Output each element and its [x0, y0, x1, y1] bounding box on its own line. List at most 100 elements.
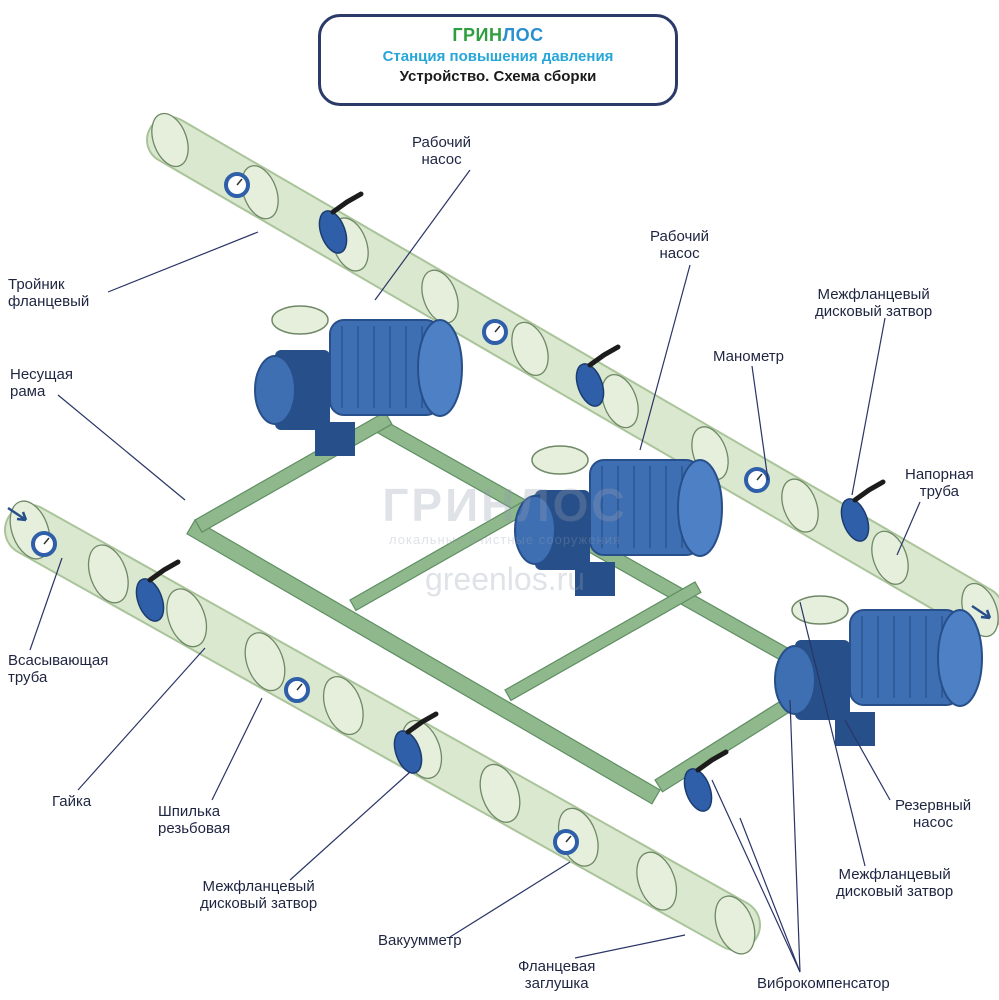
- brand-part-blue: ЛОС: [502, 25, 544, 45]
- leader-line: [77, 647, 206, 791]
- label-line: Напорная: [905, 466, 974, 483]
- pipes-drawing: [4, 112, 999, 955]
- label-line: Рабочий: [650, 228, 710, 245]
- label-line: Вакуумметр: [378, 932, 462, 949]
- flange: [781, 478, 819, 533]
- label-line: Межфланцевый: [202, 878, 315, 895]
- label-vibration-compensator: Виброкомпенсатор: [757, 975, 890, 992]
- caption: Устройство. Схема сборки: [399, 68, 597, 85]
- valve-bottom-2-icon: [393, 730, 423, 774]
- working-pump-2-inlet-flange: [531, 445, 589, 475]
- label-line: труба: [919, 483, 960, 500]
- leader-line: [711, 779, 801, 973]
- leader-line: [211, 697, 263, 801]
- valve-top-1-icon: [318, 210, 348, 254]
- label-line: резьбовая: [158, 820, 231, 837]
- standby-pump-inlet-flange: [791, 595, 849, 625]
- label-nut: Гайка: [52, 793, 91, 810]
- flange: [322, 676, 364, 736]
- label-manometer: Манометр: [713, 348, 784, 365]
- frame-beam: [504, 581, 702, 702]
- valve-bottom-1-icon-handle: [147, 559, 181, 583]
- label-line: рама: [10, 383, 46, 400]
- label-line: Межфланцевый: [838, 866, 951, 883]
- flange: [714, 895, 756, 955]
- brand-part-green: ГРИН: [452, 25, 503, 45]
- flange: [166, 588, 208, 648]
- subtitle: Станция повышения давления: [382, 48, 614, 65]
- valve-bottom-3-icon-handle: [695, 749, 729, 773]
- title-box: ГРИНЛОС Станция повышения давления Устро…: [318, 14, 678, 106]
- label-line: Манометр: [713, 348, 785, 365]
- label-line: Несущая: [10, 366, 73, 383]
- label-line: Гайка: [52, 793, 92, 810]
- valve-top-2-icon-handle: [587, 344, 621, 368]
- leader-line: [844, 719, 891, 801]
- valve-top-2-icon: [575, 363, 605, 407]
- label-line: Тройник: [8, 276, 65, 293]
- pumps-drawing: [254, 305, 983, 746]
- vacuum-gauge-3-icon-needle: [565, 835, 572, 843]
- label-line: фланцевый: [8, 293, 90, 310]
- standby-pump-volute-face: [774, 645, 816, 715]
- manometer-1-icon-needle: [236, 178, 243, 186]
- label-line: дисковый затвор: [836, 883, 954, 900]
- leader-line: [851, 317, 886, 496]
- vacuum-gauge-1-icon-needle: [43, 537, 50, 545]
- label-line: дисковый затвор: [815, 303, 933, 320]
- flange: [871, 530, 909, 585]
- flange: [601, 374, 639, 429]
- manometer-2-icon-needle: [494, 325, 501, 333]
- working-pump-2-volute-face: [514, 495, 556, 565]
- valve-bottom-1-icon: [135, 578, 165, 622]
- label-line: заглушка: [524, 975, 589, 992]
- standby-pump-motor-end: [937, 609, 983, 707]
- working-pump-1-base: [315, 422, 355, 456]
- label-vacuum-gauge: Вакуумметр: [378, 932, 462, 949]
- flange: [511, 321, 549, 376]
- leader-line: [799, 601, 866, 867]
- label-line: Межфланцевый: [817, 286, 930, 303]
- leader-line: [107, 231, 259, 293]
- flange: [421, 269, 459, 324]
- flange: [241, 165, 279, 220]
- leader-line: [289, 771, 411, 881]
- flange: [151, 112, 189, 168]
- label-line: Фланцевая: [518, 958, 596, 975]
- frame-beam: [194, 411, 393, 533]
- valve-top-3-icon-handle: [852, 479, 886, 503]
- working-pump-1-volute-face: [254, 355, 296, 425]
- label-line: Шпилька: [158, 803, 221, 820]
- standby-pump-base: [835, 712, 875, 746]
- label-line: Всасывающая: [8, 652, 109, 669]
- working-pump-2-base: [575, 562, 615, 596]
- frame-beam: [349, 491, 547, 612]
- manometer-3-icon-needle: [756, 473, 763, 481]
- valve-top-3-icon: [840, 498, 870, 542]
- leader-lines: [29, 169, 921, 973]
- frame-beam: [186, 519, 661, 805]
- label-line: дисковый затвор: [200, 895, 318, 912]
- label-line: Резервный: [895, 797, 972, 814]
- label-line: труба: [8, 669, 48, 686]
- label-line: насос: [913, 814, 954, 831]
- discharge-pipe: [148, 118, 999, 632]
- leader-line: [374, 169, 471, 301]
- leader-line: [449, 861, 571, 938]
- leader-line: [29, 557, 63, 651]
- leader-line: [57, 394, 186, 501]
- brand-name: ГРИНЛОС: [321, 25, 675, 46]
- flange: [479, 763, 521, 823]
- flow-out-arrow-icon: [971, 604, 992, 620]
